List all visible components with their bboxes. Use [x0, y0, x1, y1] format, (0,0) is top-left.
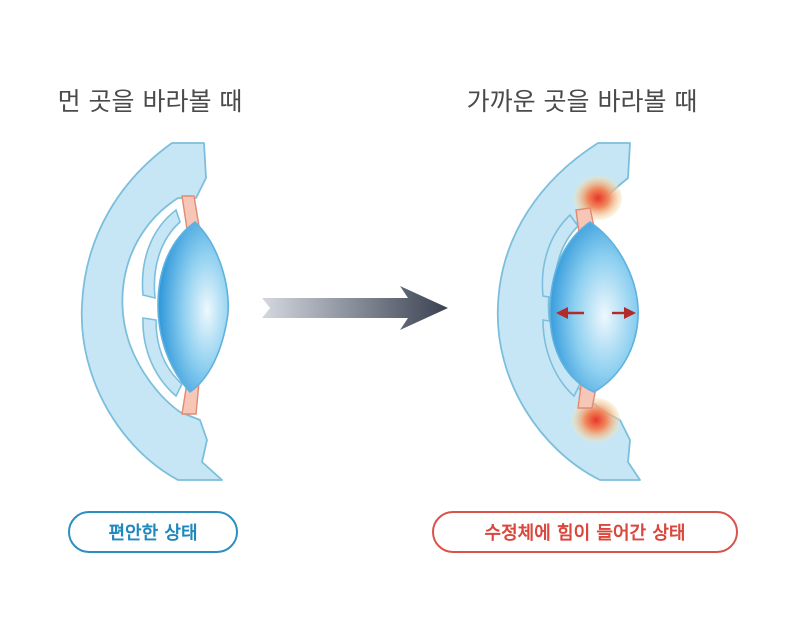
relaxed-state-label: 편안한 상태	[68, 511, 238, 553]
eye-relaxed	[80, 142, 230, 481]
ciliary-muscle-bottom	[572, 398, 620, 442]
double-arrow-icon	[556, 307, 636, 319]
iris-right	[541, 213, 580, 299]
lens-relaxed	[157, 220, 230, 394]
iris-left	[141, 208, 181, 300]
lens-tensed	[549, 221, 639, 393]
right-arrow-icon	[262, 286, 448, 330]
heading-near: 가까운 곳을 바라볼 때	[466, 87, 698, 116]
iris-left-lower	[142, 317, 183, 398]
tensed-state-label: 수정체에 힘이 들어간 상태	[432, 511, 738, 553]
heading-far: 먼 곳을 바라볼 때	[57, 87, 243, 116]
cornea-left	[80, 142, 223, 481]
eye-tensed	[496, 142, 641, 481]
